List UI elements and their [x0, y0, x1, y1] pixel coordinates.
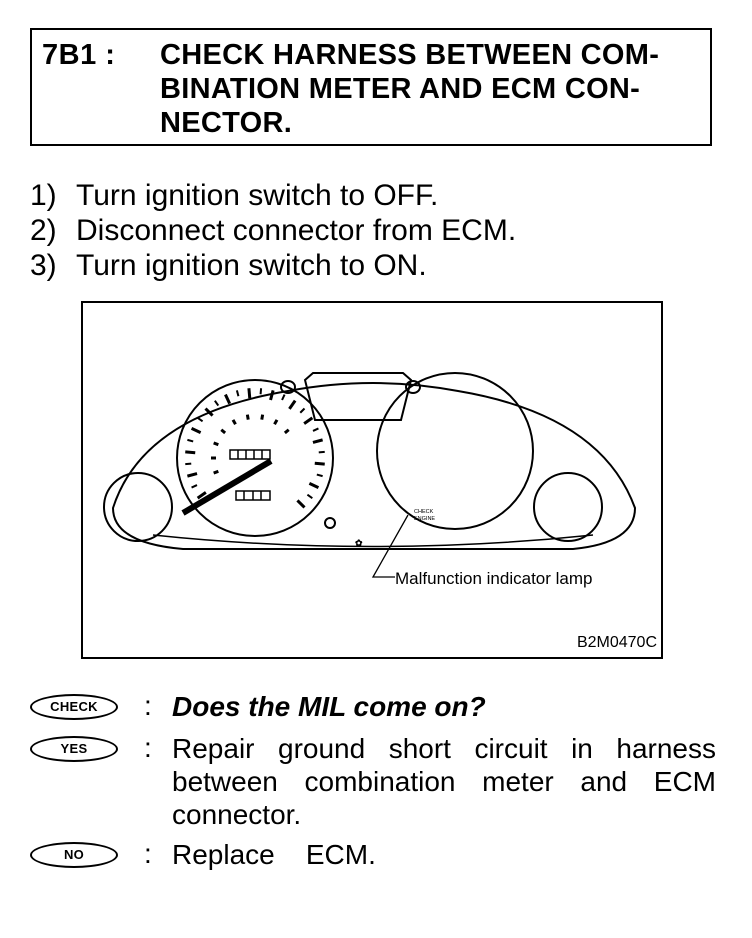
scale-tick [259, 388, 263, 395]
yes-answer-line: Repair ground short circuit in harness [172, 733, 716, 764]
step-3: 3) Turn ignition switch to ON. [30, 248, 516, 283]
yes-answer-line: connector. [172, 799, 302, 830]
scale-tick [224, 393, 232, 405]
colon: : [144, 690, 152, 721]
inner-scale-mark [231, 419, 237, 425]
lamp-text: CHECK [414, 509, 434, 515]
yes-answer: Repair ground short circuit in harness b… [172, 732, 716, 831]
check-badge: CHECK [30, 694, 118, 720]
inner-scale-mark [220, 428, 227, 435]
yes-badge: YES [30, 736, 118, 762]
section-title: CHECK HARNESS BETWEEN COM- BINATION METE… [160, 38, 700, 140]
scale-tick [214, 400, 220, 407]
scale-tick [185, 462, 192, 466]
scale-tick [299, 407, 306, 414]
scale-tick [303, 416, 314, 425]
step-text: Turn ignition switch to ON. [76, 249, 427, 282]
section-header-box: 7B1 : CHECK HARNESS BETWEEN COM- BINATIO… [30, 28, 712, 146]
scale-tick [196, 491, 207, 500]
colon: : [144, 732, 152, 763]
scale-tick [247, 388, 252, 399]
scale-tick [296, 499, 306, 509]
section-code: 7B1 : [42, 39, 116, 71]
scale-tick [314, 461, 325, 466]
scale-tick [185, 450, 196, 455]
combination-meter-illustration: CHECK ENGINE ✿ [103, 372, 637, 578]
no-badge: NO [30, 842, 118, 868]
inner-scale-mark [273, 419, 279, 425]
section-title-line: NECTOR. [160, 107, 293, 139]
scale-tick [312, 427, 319, 432]
colon: : [144, 838, 152, 869]
scale-tick [306, 493, 313, 499]
scale-tick [190, 427, 202, 435]
scale-tick [318, 450, 325, 454]
scale-tick [235, 390, 240, 397]
check-question: Does the MIL come on? [172, 691, 486, 722]
combination-meter-figure: CHECK ENGINE ✿ Malfunction indicator lam… [81, 301, 663, 659]
inner-scale-mark [213, 441, 219, 447]
inner-scale-mark [283, 428, 290, 435]
scale-tick [191, 484, 198, 489]
figure-code: B2M0470C [576, 634, 657, 651]
step-text: Turn ignition switch to OFF. [76, 179, 439, 212]
lamp-text: ENGINE [414, 516, 435, 522]
scale-tick [204, 407, 214, 417]
step-text: Disconnect connector from ECM. [76, 214, 517, 247]
step-2: 2) Disconnect connector from ECM. [30, 213, 516, 248]
scale-tick [281, 394, 286, 401]
inner-scale-mark [213, 469, 219, 475]
scale-tick [197, 417, 204, 423]
svg-text:✿: ✿ [355, 538, 363, 548]
scale-tick [308, 481, 320, 489]
scale-tick [269, 389, 275, 401]
no-answer: Replace ECM. [172, 839, 376, 870]
step-number: 3) [30, 249, 57, 282]
scale-tick [288, 399, 297, 410]
inner-scale-mark [245, 414, 250, 420]
inner-scale-mark [260, 414, 265, 420]
scale-tick [187, 438, 194, 443]
step-number: 1) [30, 179, 57, 212]
scale-tick [312, 438, 324, 444]
malfunction-indicator-lamp-callout: Malfunction indicator lamp [395, 569, 593, 588]
step-1: 1) Turn ignition switch to OFF. [30, 178, 516, 213]
scale-tick [316, 473, 323, 478]
procedure-steps: 1) Turn ignition switch to OFF. 2) Disconn… [30, 178, 516, 283]
yes-answer-line: between combination meter and ECM [172, 766, 716, 797]
step-number: 2) [30, 214, 57, 247]
section-title-line: BINATION METER AND ECM CON- [160, 73, 641, 105]
scale-tick [186, 472, 198, 478]
section-title-line: CHECK HARNESS BETWEEN COM- [160, 39, 660, 71]
